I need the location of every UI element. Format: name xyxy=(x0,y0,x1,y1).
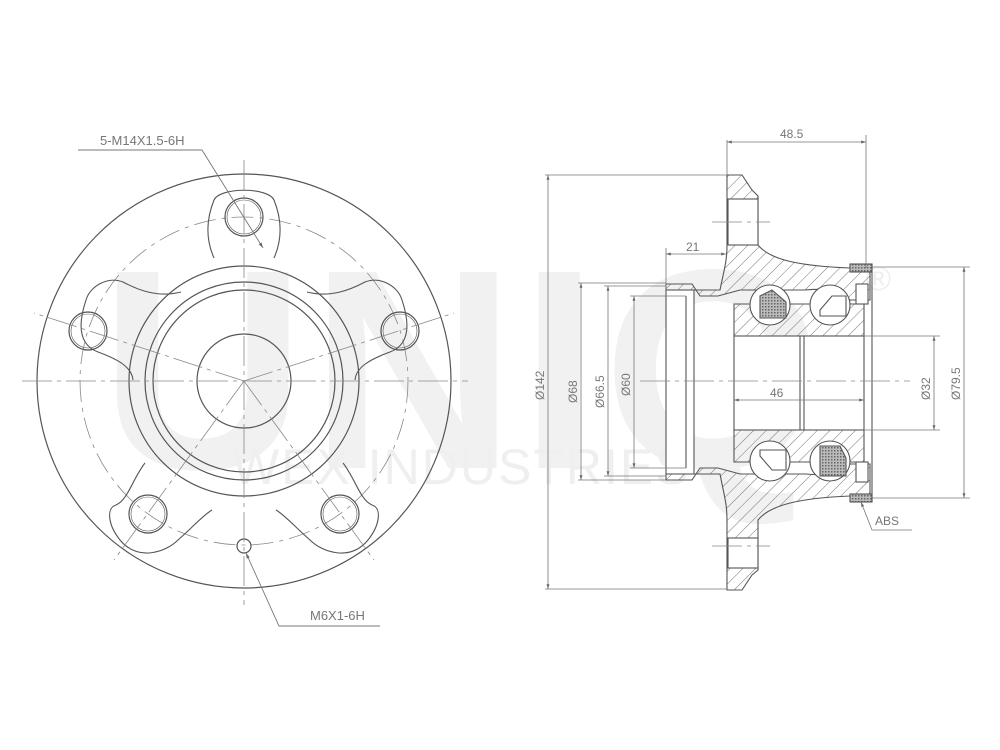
bearing-inner-ring xyxy=(733,335,865,431)
dim-pilot-inner: Ø60 xyxy=(619,373,633,396)
abs-ring-top xyxy=(849,263,873,273)
dim-pilot-depth: 21 xyxy=(686,240,700,254)
flange-lobes xyxy=(80,189,408,554)
center-lines xyxy=(22,160,468,605)
pilot-tube xyxy=(665,289,695,475)
dim-bearing-width: 46 xyxy=(770,386,784,400)
bearing-balls xyxy=(749,284,851,482)
stud-bore-bottom xyxy=(727,537,759,569)
dimension-lines xyxy=(545,135,970,590)
bolt-thread-callout: 5-M14X1.5-6H xyxy=(100,133,185,148)
dim-overall-width: 48.5 xyxy=(780,127,804,141)
abs-label: ABS xyxy=(875,514,899,528)
flange-section-bottom xyxy=(665,463,871,591)
dim-pilot-outer: Ø68 xyxy=(566,380,580,403)
screw-thread-callout: M6X1-6H xyxy=(310,608,365,623)
dim-bearing-outer: Ø79.5 xyxy=(949,367,963,400)
section-view xyxy=(665,174,873,591)
bolt-callout-leader xyxy=(78,149,264,249)
watermark-brand: UNIQ xyxy=(100,211,829,529)
flange-section-top xyxy=(665,174,871,301)
bolt-holes xyxy=(68,197,420,534)
screw-callout-leader xyxy=(245,552,380,627)
dim-flange-diameter: Ø142 xyxy=(533,370,547,400)
watermark-subtitle: WEX INDUSTRIES xyxy=(232,439,691,495)
abs-ring-bottom xyxy=(849,493,873,503)
dim-pilot-mid: Ø66.5 xyxy=(593,375,607,408)
front-view xyxy=(22,149,468,627)
dim-bore-diameter: Ø32 xyxy=(919,377,933,400)
